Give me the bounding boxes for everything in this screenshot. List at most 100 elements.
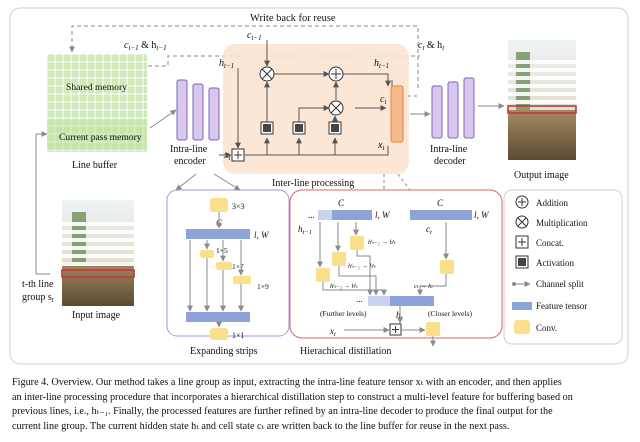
decoder-label-1: Intra-line [430,144,468,155]
exp-k1: 3×3 [232,202,245,211]
line-buffer-title: Line buffer [72,160,118,171]
legend-multiplication: Multiplication [536,218,588,228]
overview-diagram: Write back for reuse Shared memory Curre… [9,7,629,365]
encoder-label-2: encoder [174,156,206,167]
image-stripe [508,60,576,64]
dist-h-prev: ht−1 [298,224,312,236]
dist-feature-tensor-prev [318,210,372,220]
conv-3x3 [210,198,228,212]
exp-k2: 1×5 [216,246,228,255]
output-image-label: Output image [514,170,569,181]
inter-c-t: ct [380,94,387,106]
conv-1x9 [233,276,251,284]
image-stripe [62,254,134,258]
ct1-ht1-label: ct−1 & ht−1 [124,40,167,52]
exp-feature-tensor-2 [186,312,250,322]
hierarchical-distillation-panel: C ... l, W C l, W ht−1 ct hⁱₜ₋₁ → hⁱₜ hⁱ… [289,173,503,357]
exp-k3: 1×7 [232,262,244,271]
inter-h-prev: ht−1 [219,58,234,70]
shared-memory-label: Shared memory [66,82,127,93]
image-stripe [62,262,134,266]
dist-conv-1 [350,236,364,250]
intra-line-encoder: Intra-line encoder [170,79,220,167]
image-stripe [508,100,576,104]
legend-activation: Activation [536,258,574,268]
conv-1x5 [200,250,214,258]
image-stripe [62,222,134,226]
line-group-label-2: group st [22,292,55,304]
input-image: Input image [61,200,135,321]
image-stripe [508,92,576,96]
inter-x-t-right: xt [377,140,385,152]
dist-lw-1: l, W [375,210,391,220]
legend-concat-icon [515,235,529,249]
dist-map-2: hⁱₜ₋₁ → hⁱₜ [348,263,376,270]
image-stripe [62,230,134,234]
expanding-strips-title: Expanding strips [190,346,258,357]
multiply-op-2 [328,100,344,116]
dist-c-2: C [437,198,444,208]
legend-conv: Conv. [536,323,557,333]
figure-frame [9,7,629,365]
caption-line-4: current line group. The current hidden s… [12,420,510,432]
concat-op [231,148,245,162]
activation-op-fill [295,124,303,132]
legend-channel-split: Channel split [536,279,584,289]
inter-c-prev: ct−1 [247,30,262,42]
inter-line-processing: Inter-line processing ct−1 ht−1 ht−1 ct … [219,30,409,189]
inter-h-next: ht−1 [374,58,389,70]
dist-map-3: hⁱₜ₋₁ → hⁱₜ [330,283,358,290]
current-pass-memory-label: Current pass memory [59,132,142,143]
activation-op-fill [331,124,339,132]
line-group-label-1: t-th line [22,279,54,290]
image-stripe [508,68,576,72]
figure-caption: Figure 4. Overview. Our method takes a l… [12,376,628,434]
add-op-1 [328,66,344,82]
legend: Addition Multiplication Concat. Activati… [503,189,623,345]
inter-output-tensor [390,85,404,143]
legend-add-icon [515,195,529,209]
dist-feature-tensor-ht [368,296,434,306]
output-line-group-highlight [507,105,577,114]
dist-conv-out [426,322,440,336]
image-stripe [62,246,134,250]
dist-c-t: ct [426,224,432,236]
exp-lw: l, W [254,230,270,240]
multiply-op-1 [259,66,275,82]
inter-line-processing-label: Inter-line processing [272,178,354,189]
image-stripe [62,238,134,242]
legend-concat: Concat. [536,238,564,248]
legend-conv-swatch [514,320,530,334]
decoder-label-2: decoder [434,156,466,167]
input-image-label: Input image [72,310,121,321]
exp-k4: 1×9 [257,282,269,291]
dist-dots: ... [308,210,315,220]
dist-closer: (Closer levels) [428,309,472,318]
exp-k5: 1×1 [232,331,245,340]
dist-further: (Further levels) [320,309,367,318]
caption-line-2: an inter-line processing procedure that … [12,391,573,403]
legend-feature-tensor-swatch [512,302,532,310]
dist-concat-op [389,323,402,336]
caption-line-1: Figure 4. Overview. Our method takes a l… [12,377,562,388]
legend-channel-split-icon [512,281,531,287]
legend-activation-icon [515,255,529,269]
dist-conv-4 [440,260,454,274]
dist-conv-2 [332,252,346,266]
output-image: Output image [507,40,577,181]
image-stripe [508,76,576,80]
expanding-strips-panel: 3×3 C l, W 1×5 1×7 1×9 1×1 Expanding str… [166,173,290,357]
dist-c-1: C [338,198,345,208]
legend-feature-tensor: Feature tensor [536,301,587,311]
conv-1x7 [216,262,232,270]
dist-lw-2: l, W [474,210,490,220]
dist-x-t: xt [329,326,336,338]
dist-map-1: hⁱₜ₋₁ → hⁱₜ [368,239,396,246]
conv-1x1 [210,328,228,340]
ct-ht-label: ct & ht [418,40,445,52]
hierarchical-distillation-title: Hierachical distillation [300,346,391,357]
caption-line-3: previous lines, i.e., hₜ₋₁. Finally, the… [12,406,553,417]
legend-addition: Addition [536,198,569,208]
image-stripe [508,84,576,88]
legend-multiply-icon [515,215,529,229]
